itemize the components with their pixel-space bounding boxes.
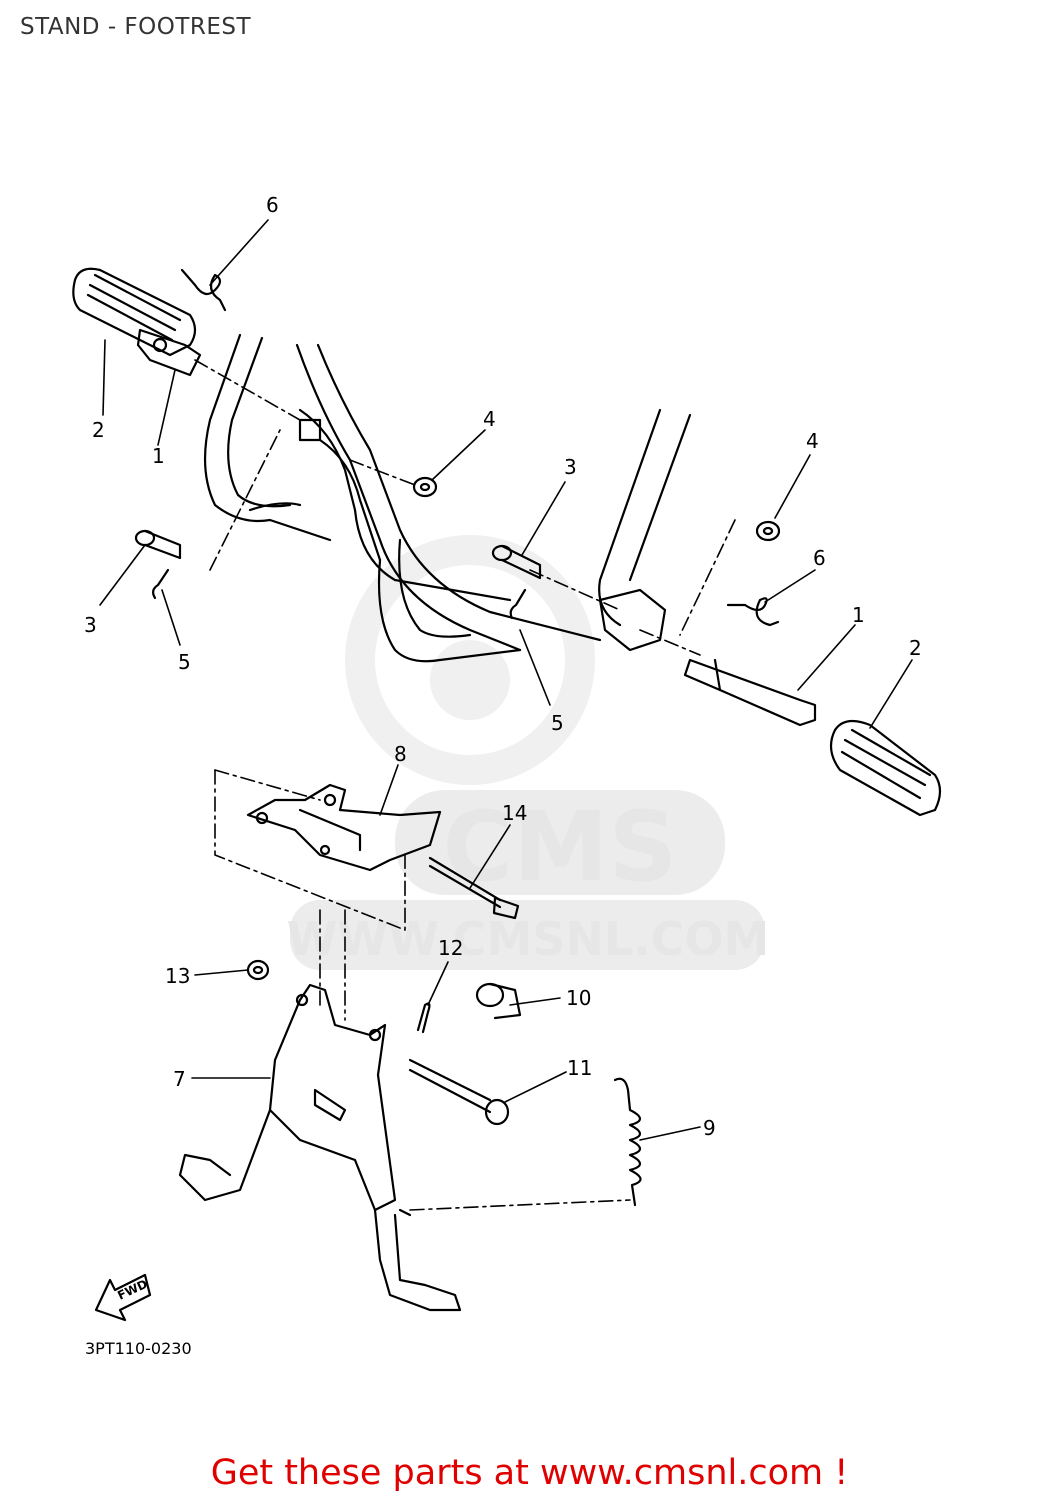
- assembly-lines: [194, 359, 736, 1211]
- stand-spring: [613, 1077, 642, 1207]
- callout-labels: 6 2 1 4 3 5 3 5 4 6 1 2 8 14 12 13 10 7 …: [84, 193, 922, 1140]
- callout-3: 3: [564, 455, 577, 479]
- callout-8: 8: [394, 742, 407, 766]
- watermark: CMS WWW.CMSNL.COM: [287, 535, 770, 970]
- cotter-pin-left: [151, 568, 170, 600]
- callout-4: 4: [483, 407, 496, 431]
- collar: [475, 982, 522, 1020]
- callout-13: 13: [165, 964, 190, 988]
- callout-6: 6: [266, 193, 279, 217]
- washer-left: [412, 476, 438, 498]
- footer-link[interactable]: Get these parts at www.cmsnl.com !: [210, 1453, 849, 1493]
- callout-1: 1: [852, 603, 865, 627]
- clip: [416, 1002, 431, 1034]
- frame-tubes: [203, 333, 692, 663]
- footrest-rubber-left: [72, 267, 197, 357]
- callout-12: 12: [438, 936, 463, 960]
- footrest-bracket-left: [136, 328, 202, 377]
- callout-11: 11: [567, 1056, 592, 1080]
- watermark-brand: CMS: [442, 791, 677, 903]
- washer-right: [755, 520, 781, 542]
- callout-10: 10: [566, 986, 591, 1010]
- spring-right: [726, 597, 780, 627]
- callout-2: 2: [92, 418, 105, 442]
- callout-14: 14: [502, 801, 527, 825]
- cotter-pin-right: [509, 588, 527, 620]
- callout-2: 2: [909, 636, 922, 660]
- fwd-arrow-icon: [94, 1273, 152, 1322]
- drawing-code: 3PT110-0230: [85, 1339, 192, 1358]
- callout-5: 5: [551, 711, 564, 735]
- spring-left: [180, 268, 227, 312]
- main-stand: [178, 983, 462, 1312]
- leader-lines: [99, 219, 913, 1141]
- callout-9: 9: [703, 1116, 716, 1140]
- shaft: [408, 1058, 510, 1126]
- callout-3: 3: [84, 613, 97, 637]
- pin-left: [134, 529, 182, 560]
- page-title: STAND - FOOTREST: [20, 14, 252, 40]
- callout-1: 1: [152, 444, 165, 468]
- stand-bracket: [246, 783, 442, 872]
- callout-5: 5: [178, 650, 191, 674]
- footrest-bracket-right: [683, 658, 817, 727]
- washer-stand: [246, 959, 270, 981]
- footrest-rubber-right: [829, 719, 942, 817]
- watermark-url: WWW.CMSNL.COM: [287, 912, 770, 966]
- bolt: [428, 856, 520, 920]
- callout-7: 7: [173, 1067, 186, 1091]
- callout-6: 6: [813, 546, 826, 570]
- pin-right: [491, 544, 542, 580]
- callout-4: 4: [806, 429, 819, 453]
